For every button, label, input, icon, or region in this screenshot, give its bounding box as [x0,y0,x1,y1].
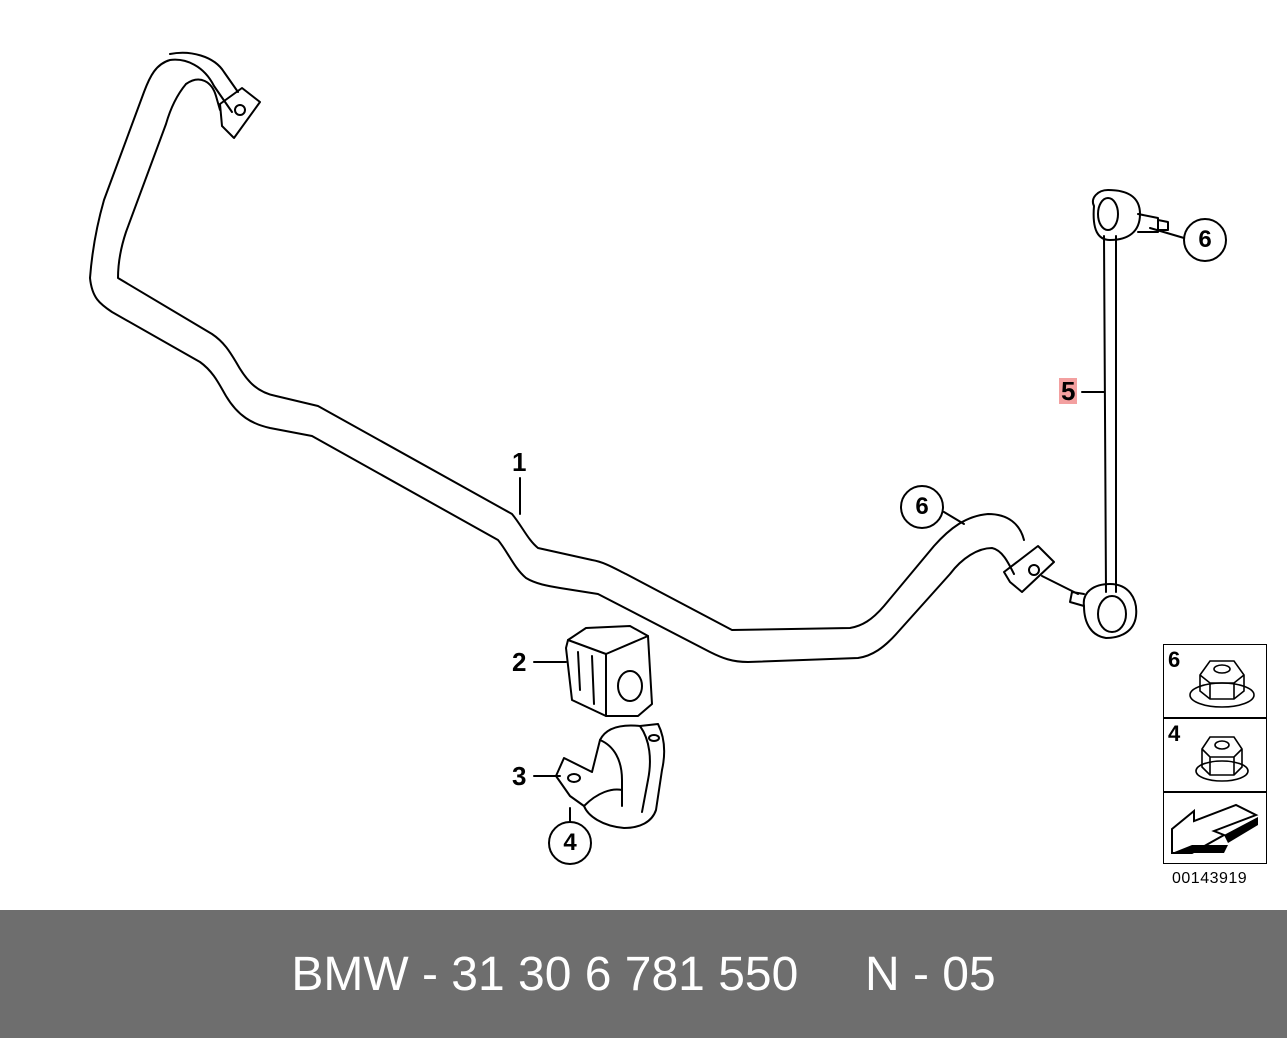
callout-part-6-bar[interactable]: 6 [900,485,944,529]
parts-diagram [89,51,1185,829]
callout-part-3[interactable]: 3 [512,761,527,791]
legend-number: 6 [1168,647,1181,672]
bar-end-left [219,87,261,139]
callout-part-4-label: 4 [563,829,577,856]
legend-item-direction[interactable] [1163,792,1267,864]
mount-bracket [555,723,666,829]
part-number-text: BMW - 31 30 6 781 550 N - 05 [291,947,996,1001]
stabilizer-link [1069,189,1169,639]
footer-bar: BMW - 31 30 6 781 550 N - 05 [0,910,1287,1038]
lock-nut-icon [1195,736,1249,782]
callout-part-2[interactable]: 2 [512,647,527,677]
callout-part-4[interactable]: 4 [548,821,592,865]
legend-item-lock-nut[interactable]: 4 [1163,718,1267,792]
callout-part-6-top[interactable]: 6 [1183,218,1227,262]
callout-part-6-bar-label: 6 [915,493,929,520]
legend-number: 4 [1168,721,1181,746]
callout-part-1[interactable]: 1 [512,447,527,477]
bar-end-right [1003,545,1055,593]
flange-nut-icon [1189,660,1255,708]
callout-part-6-top-label: 6 [1198,226,1212,253]
callout-part-5[interactable]: 5 [1059,376,1078,406]
stabilizer-bar [89,58,1015,663]
diagram-id: 00143919 [1172,870,1248,887]
rubber-mount [565,625,653,717]
legend-item-flange-nut[interactable]: 6 [1163,644,1267,718]
direction-arrow-icon [1171,803,1259,854]
